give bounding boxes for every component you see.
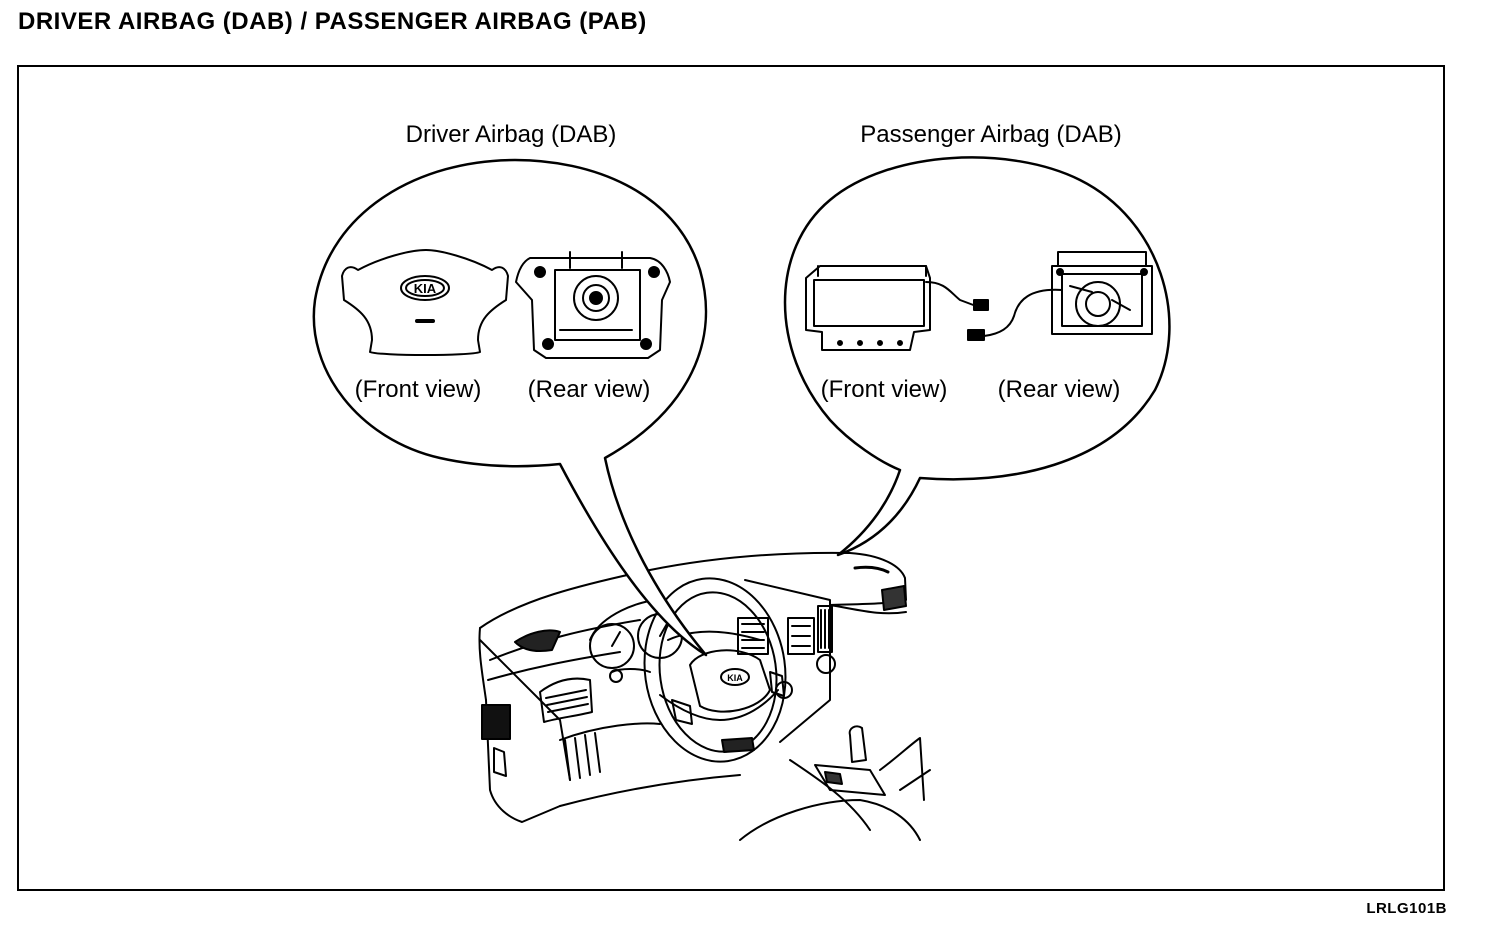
pab-front-view	[805, 265, 989, 351]
dab-rear-view-label: (Rear view)	[528, 376, 651, 403]
passenger-callout-title: Passenger Airbag (DAB)	[860, 121, 1121, 148]
page-title: DRIVER AIRBAG (DAB) / PASSENGER AIRBAG (…	[18, 8, 647, 35]
dab-front-view: KIA	[341, 249, 509, 356]
steering-wheel-logo: KIA	[727, 673, 743, 683]
driver-callout: KIA Driver Airbag (DAB) (Front view) (Re…	[312, 121, 708, 657]
pab-front-view-label: (Front view)	[821, 376, 948, 403]
figure-code: LRLG101B	[1366, 900, 1447, 917]
driver-callout-title: Driver Airbag (DAB)	[406, 121, 617, 148]
dab-logo: KIA	[414, 281, 437, 296]
passenger-callout: Passenger Airbag (DAB) (Front view) (Rea…	[783, 121, 1171, 557]
pab-rear-view-label: (Rear view)	[998, 376, 1121, 403]
dashboard-illustration: KIA	[478, 551, 931, 841]
pab-rear-view	[967, 251, 1153, 341]
dab-rear-view	[515, 251, 671, 359]
dab-front-view-label: (Front view)	[355, 376, 482, 403]
diagram-frame	[17, 65, 1445, 891]
